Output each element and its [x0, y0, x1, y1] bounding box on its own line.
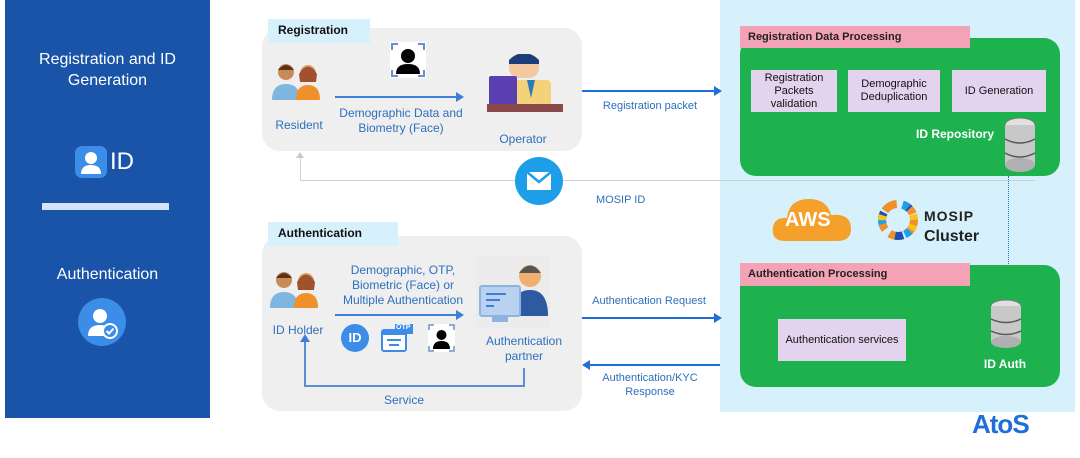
authentication-flow-label: Demographic, OTP, Biometric (Face) or Mu… — [342, 263, 464, 307]
process-box-deduplication: Demographic Deduplication — [848, 70, 940, 112]
sidebar-divider — [42, 203, 169, 210]
mosip-text: MOSIP — [924, 208, 975, 224]
service-line — [304, 385, 525, 387]
id-card-icon — [75, 146, 107, 178]
authentication-tag: Authentication — [268, 222, 398, 246]
sidebar-title-registration: Registration and ID Generation — [39, 51, 176, 89]
id-auth-icon: ID — [341, 324, 369, 352]
service-line-up — [304, 340, 306, 386]
mosip-logo-icon — [876, 198, 920, 242]
mosip-id-label: MOSIP ID — [596, 194, 646, 206]
authentication-processing-tag: Authentication Processing — [740, 263, 970, 286]
otp-text: OTP — [396, 324, 411, 331]
aws-text: AWS — [785, 209, 831, 231]
otp-icon: OTP — [381, 324, 413, 352]
arrow-head — [296, 152, 304, 158]
sidebar-title-authentication: Authentication — [56, 266, 159, 283]
operator-label: Operator — [499, 132, 547, 146]
process-box-id-generation: ID Generation — [952, 70, 1046, 112]
registration-flow-label: Demographic Data and Biometry (Face) — [339, 106, 463, 135]
mosip-id-up-line — [300, 156, 301, 181]
arrow-head — [582, 360, 590, 370]
auth-request-label: Authentication Request — [592, 295, 706, 307]
service-line-down — [523, 368, 525, 386]
repository-sync-arrow — [1008, 176, 1009, 284]
auth-response-arrow — [590, 364, 720, 366]
mosip-id-line — [300, 180, 1035, 181]
cluster-text: Cluster — [924, 228, 980, 245]
registration-processing-tag: Registration Data Processing — [740, 26, 970, 48]
id-repository-label: ID Repository — [915, 127, 994, 141]
resident-label: Resident — [275, 118, 323, 132]
service-label: Service — [383, 393, 424, 407]
authentication-flow-arrow — [335, 314, 459, 316]
database-icon — [1004, 117, 1036, 175]
mail-icon — [515, 157, 563, 205]
auth-response-label: Authentication/KYC Response — [602, 372, 698, 398]
id-badge-text: ID — [110, 148, 134, 175]
id-auth-db-label: ID Auth — [983, 357, 1027, 371]
registration-flow-arrow — [335, 96, 459, 98]
authentication-services-box: Authentication services — [778, 319, 906, 361]
verified-user-icon — [78, 298, 126, 346]
registration-tag: Registration — [268, 19, 370, 43]
arrow-head — [300, 334, 310, 342]
resident-icon — [272, 62, 322, 100]
auth-request-arrow — [582, 317, 714, 319]
arrow-head — [456, 92, 464, 102]
arrow-head — [714, 86, 722, 96]
arrow-head — [456, 310, 464, 320]
authentication-partner-label: Authentication partner — [485, 334, 563, 363]
id-holder-label: ID Holder — [272, 323, 324, 337]
atos-logo: AtoS — [972, 409, 1030, 439]
face-scan-icon — [390, 42, 426, 78]
id-holder-icon — [270, 270, 320, 308]
operator-icon — [487, 54, 563, 114]
process-box-packet-validation: Registration Packets validation — [751, 70, 837, 112]
arrow-head — [714, 313, 722, 323]
registration-packet-arrow — [582, 90, 714, 92]
authentication-partner-icon — [476, 256, 550, 328]
registration-packet-label: Registration packet — [602, 100, 698, 112]
database-icon — [990, 299, 1022, 351]
face-scan-icon — [428, 324, 455, 352]
aws-cloud-logo: AWS — [771, 193, 853, 243]
